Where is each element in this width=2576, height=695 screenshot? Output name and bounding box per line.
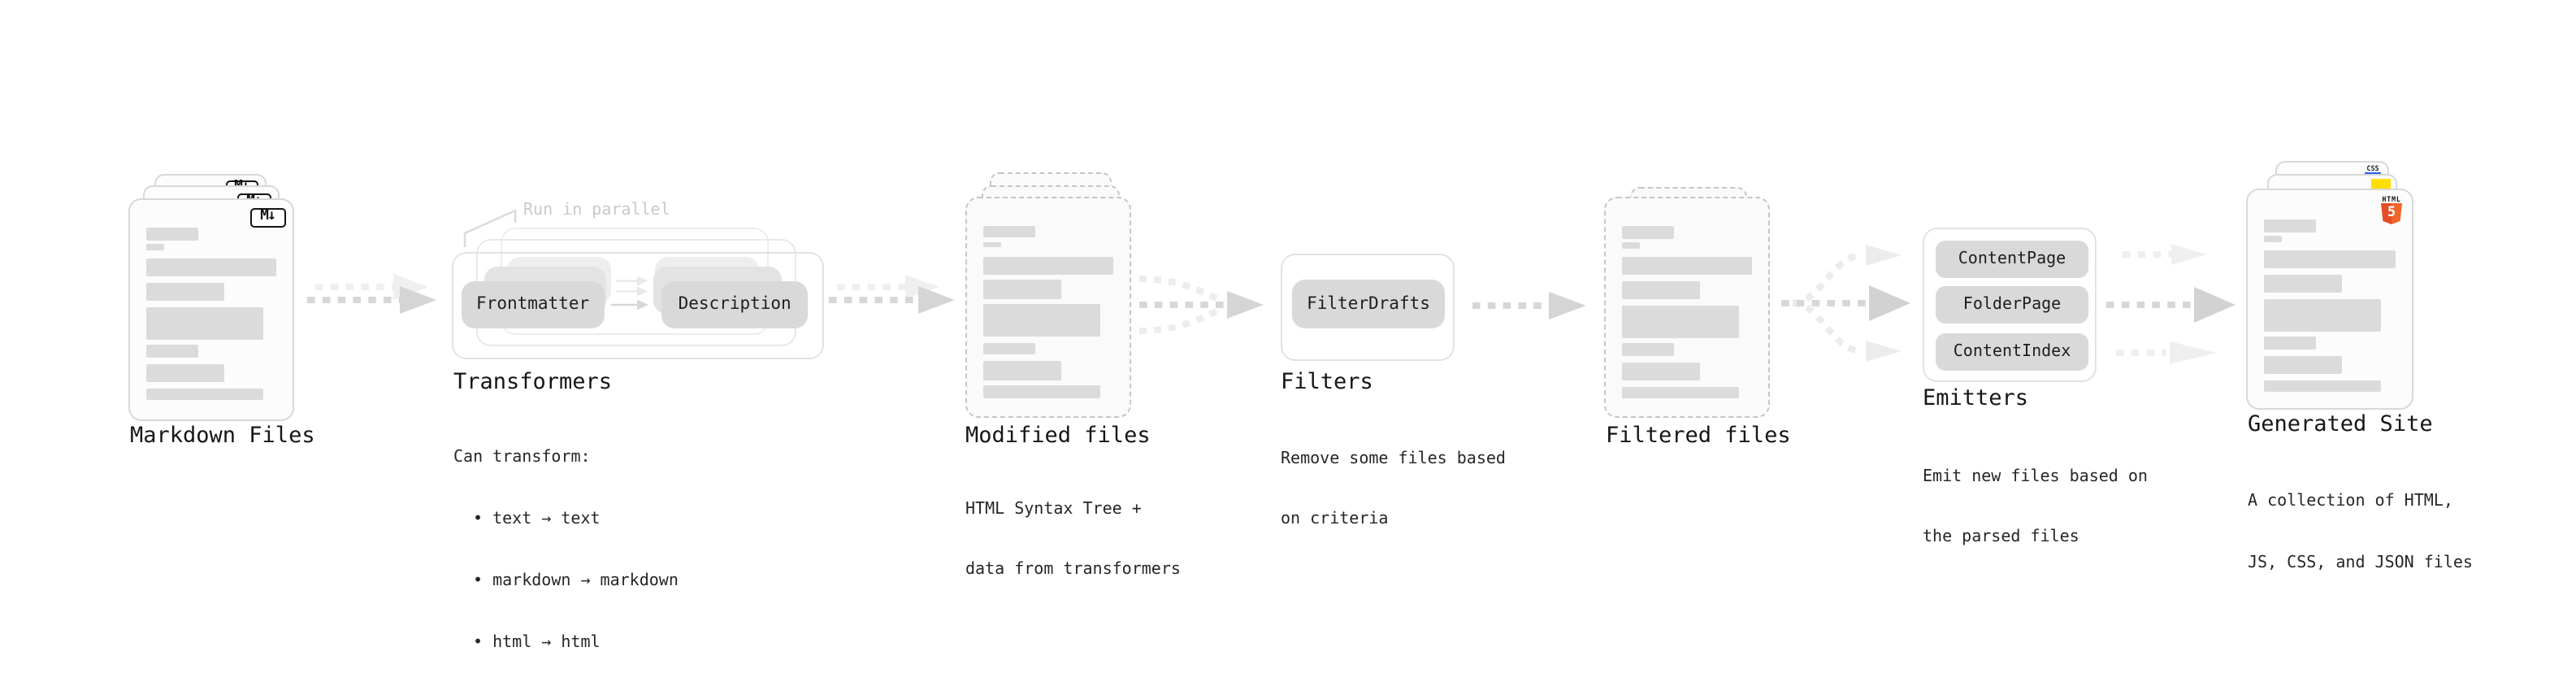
text-line-bar	[1622, 362, 1700, 380]
desc-line: on criteria	[1281, 510, 1389, 529]
stage-title-generated-site: Generated Site	[2248, 411, 2433, 437]
html5-icon: HTML 5	[2381, 194, 2402, 224]
stage-title-filters: Filters	[1281, 369, 1373, 395]
arrow-modified-to-filters-merge	[1138, 276, 1264, 334]
arrow-filters-to-filtered	[1472, 292, 1586, 319]
file-content-placeholder	[983, 225, 1113, 397]
transformer-layer-front	[451, 252, 823, 359]
text-line-bar	[1622, 386, 1739, 398]
text-line-bar	[146, 282, 224, 301]
desc-line: Can transform:	[453, 449, 591, 467]
text-line-bar	[146, 388, 263, 400]
file-content-placeholder	[146, 228, 276, 400]
arrow-emitters-to-generated	[2106, 244, 2236, 364]
text-line-bar	[2263, 236, 2281, 241]
text-line-bar	[1622, 242, 1640, 248]
text-line-bar	[146, 228, 198, 240]
text-line-bar	[2263, 219, 2315, 232]
desc-line: • markdown → markdown	[473, 571, 679, 590]
emitter-box-contentindex: ContentIndex	[1936, 332, 2088, 370]
text-line-bar	[1622, 280, 1700, 299]
html5-icon-word: HTML	[2382, 194, 2401, 202]
text-line-bar	[146, 258, 276, 276]
text-line-bar	[146, 244, 164, 250]
desc-line: Emit new files based on	[1923, 467, 2148, 486]
emitter-box-folderpage: FolderPage	[1936, 286, 2088, 324]
stage-title-emitters: Emitters	[1923, 384, 2029, 410]
text-line-bar	[1622, 257, 1752, 275]
css-icon: CSS	[2365, 164, 2381, 174]
emitters-container: ContentPage FolderPage ContentIndex	[1923, 228, 2097, 382]
stage-desc-transformers: Can transform: • text → text • markdown …	[453, 408, 679, 695]
desc-line: JS, CSS, and JSON files	[2248, 554, 2473, 572]
filters-container	[1281, 253, 1455, 361]
text-line-bar	[1622, 305, 1739, 337]
stage-title-filtered-files: Filtered files	[1606, 423, 1791, 449]
text-line-bar	[146, 306, 263, 339]
markdown-icon: M↓	[249, 208, 285, 227]
text-line-bar	[983, 225, 1035, 237]
text-line-bar	[983, 342, 1035, 354]
desc-line: the parsed files	[1923, 528, 2079, 547]
stage-desc-emitters: Emit new files based on the parsed files	[1923, 427, 2148, 591]
html5-icon-shield: 5	[2381, 203, 2402, 224]
text-line-bar	[983, 241, 1001, 247]
text-line-bar	[983, 385, 1100, 397]
html-file-card: HTML 5	[2246, 189, 2413, 409]
text-line-bar	[146, 363, 224, 382]
desc-line: • text → text	[473, 510, 601, 528]
arrow-markdown-to-transformers	[307, 274, 436, 314]
text-line-bar	[983, 361, 1061, 380]
modified-file-card	[965, 196, 1131, 418]
pipeline-diagram: M↓ M↓ M↓ Markdown Files Frontmatter Desc…	[128, 161, 2473, 651]
desc-line: HTML Syntax Tree +	[965, 500, 1142, 519]
emitter-box-contentpage: ContentPage	[1936, 240, 2088, 277]
stage-desc-generated-site: A collection of HTML, JS, CSS, and JSON …	[2248, 452, 2473, 616]
arrow-filtered-to-emitters-split	[1781, 245, 1910, 362]
arrow-transformers-to-modified	[829, 275, 955, 314]
text-line-bar	[2263, 274, 2341, 293]
text-line-bar	[2263, 298, 2380, 331]
text-line-bar	[2263, 250, 2396, 268]
stage-title-modified-files: Modified files	[965, 423, 1151, 449]
text-line-bar	[146, 345, 198, 357]
desc-line: Remove some files based	[1281, 450, 1506, 468]
text-line-bar	[2263, 380, 2380, 392]
stage-title-transformers: Transformers	[453, 368, 613, 394]
stage-title-markdown-files: Markdown Files	[130, 423, 315, 449]
file-content-placeholder	[2263, 219, 2396, 392]
desc-line: • html → html	[473, 633, 601, 652]
stage-desc-modified-files: HTML Syntax Tree + data from transformer…	[965, 459, 1181, 623]
text-line-bar	[983, 304, 1100, 337]
text-line-bar	[1622, 343, 1674, 355]
file-content-placeholder	[1622, 226, 1752, 398]
markdown-file-card: M↓	[128, 198, 294, 420]
filtered-file-card	[1604, 197, 1770, 418]
run-in-parallel-note: Run in parallel	[523, 201, 670, 219]
text-line-bar	[1622, 226, 1674, 238]
transformer-input-box: Frontmatter	[462, 280, 605, 328]
js-icon	[2371, 179, 2390, 189]
filter-box: FilterDrafts	[1292, 280, 1445, 328]
text-line-bar	[2263, 337, 2315, 349]
text-line-bar	[983, 256, 1113, 274]
stage-desc-filters: Remove some files based on criteria	[1281, 409, 1506, 573]
text-line-bar	[2263, 355, 2341, 374]
desc-line: A collection of HTML,	[2248, 493, 2453, 511]
text-line-bar	[983, 280, 1061, 298]
transformer-output-box: Description	[661, 280, 809, 328]
desc-line: data from transformers	[965, 561, 1181, 580]
